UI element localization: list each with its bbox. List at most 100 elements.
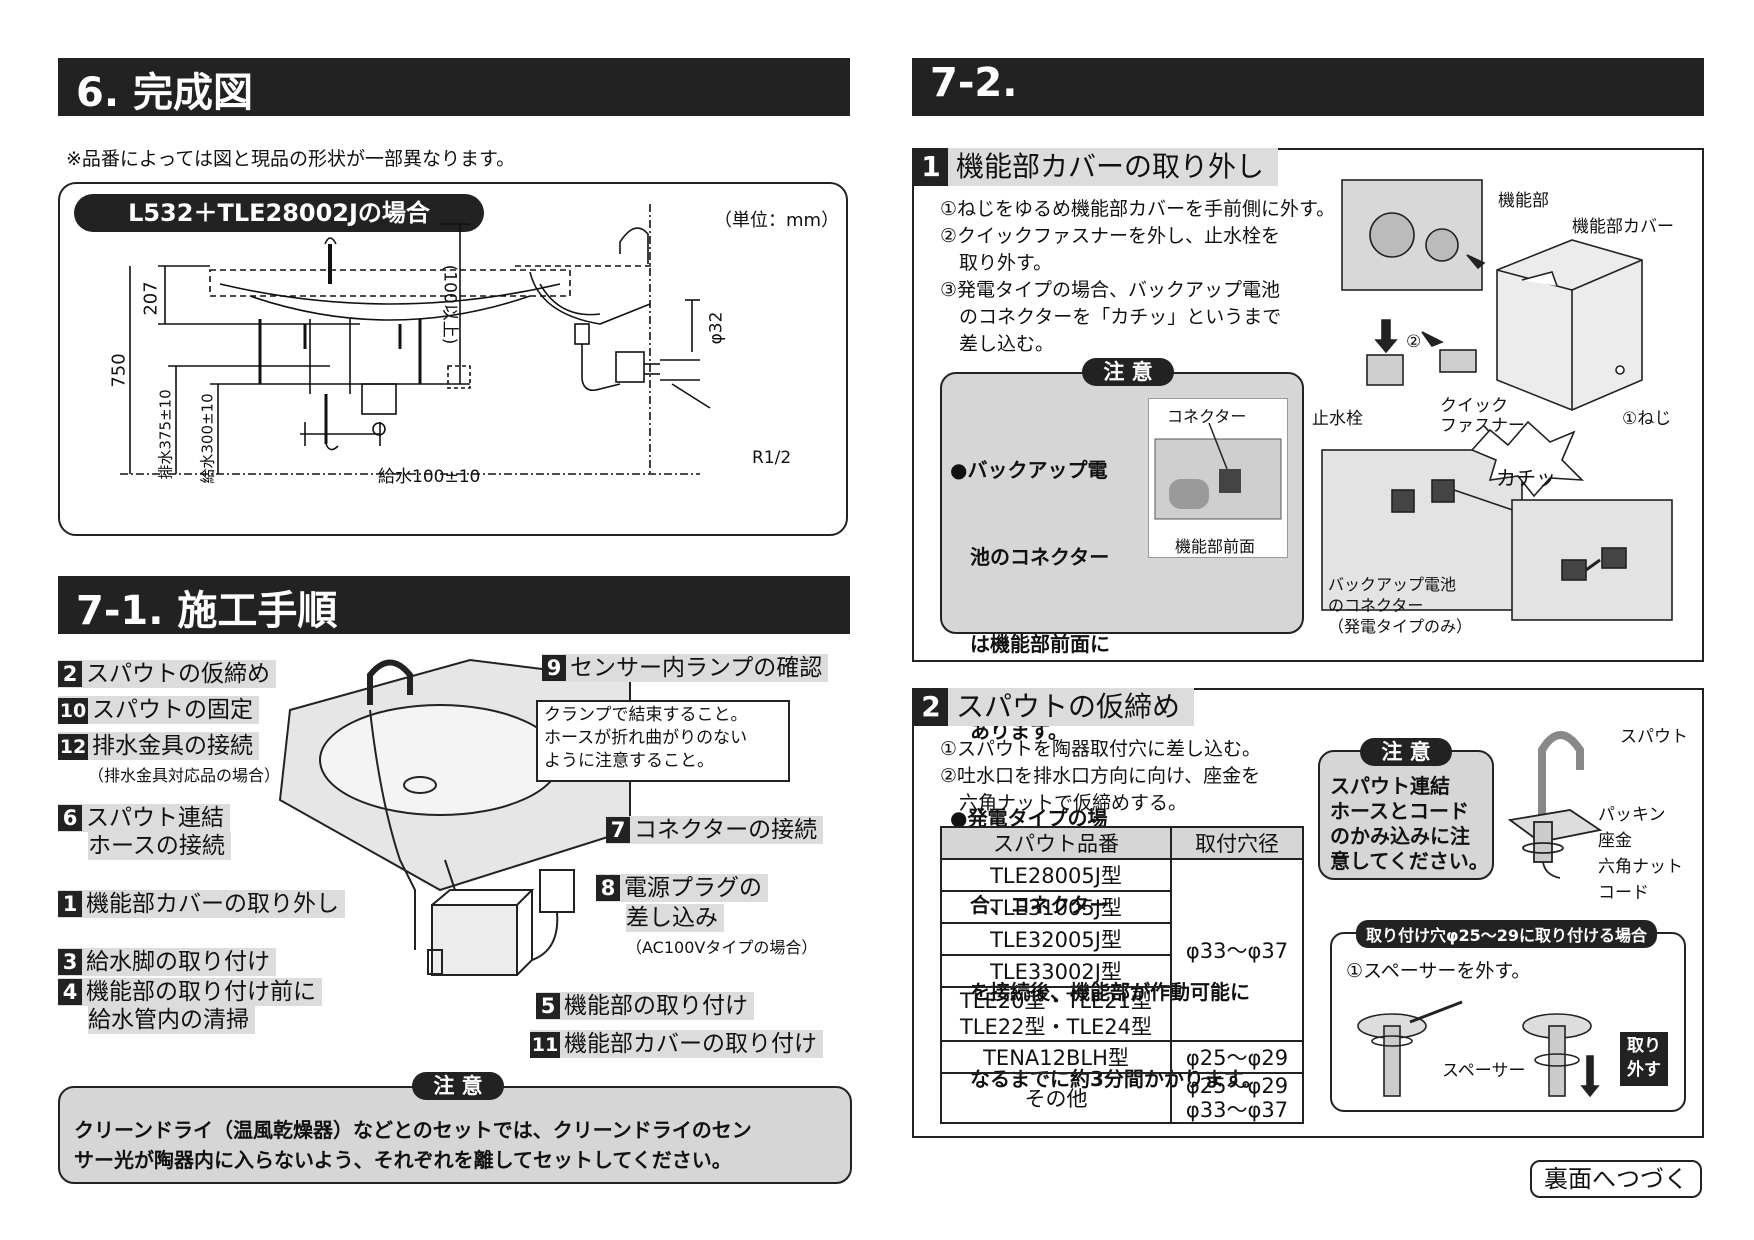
sec2-caution: 注 意 スパウト連結 ホースとコード のかみ込みに注 意してください。 — [1318, 738, 1494, 880]
hole-box-title: 取り付け穴φ25〜29に取り付ける場合 — [1356, 920, 1658, 948]
table-cell: φ25〜φ29 — [1170, 1040, 1304, 1074]
sec1-item-3: ③発電タイプの場合、バックアップ電池 — [940, 279, 1281, 301]
continue-label: 裏面へつづく — [1530, 1160, 1702, 1198]
sec1-item-3b: のコネクターを「カチッ」というまで — [940, 306, 1282, 328]
section-6-header: 6. 完成図 — [58, 58, 850, 116]
table-header-row: スパウト品番 取付穴径 — [940, 826, 1304, 860]
sec2-caution-text: スパウト連結 ホースとコード のかみ込みに注 意してください。 — [1330, 774, 1489, 873]
label-nut: 六角ナット — [1598, 857, 1683, 877]
sec2-caution-tag: 注 意 — [1360, 738, 1452, 766]
sec1-item-2: ②クイックファスナーを外し、止水栓を — [940, 225, 1281, 247]
connector-photo: コネクター 機能部前面 — [1148, 398, 1288, 558]
table-row: TLE31005J型 — [940, 890, 1303, 924]
clamp-note-line3: ように注意すること。 — [544, 751, 714, 771]
spacer-illustration — [1357, 1000, 1600, 1098]
caution-text-line1: クリーンドライ（温風乾燥器）などとのセットでは、クリーンドライのセン — [74, 1118, 752, 1142]
sec1-item-2b: 取り外す。 — [940, 252, 1053, 274]
label-screw: ①ねじ — [1622, 409, 1672, 429]
completion-drawing — [120, 204, 711, 475]
sec1-item-1: ①ねじをゆるめ機能部カバーを手前側に外す。 — [940, 198, 1336, 220]
clamp-note: クランプで結束すること。 ホースが折れ曲がりのない ように注意すること。 — [536, 700, 790, 782]
table-cell: TLE31005J型 — [940, 890, 1172, 924]
dim-r12: R1/2 — [752, 448, 792, 468]
table-cell-shared-hole: φ33〜φ37 — [1170, 858, 1304, 1042]
label-cord: コード — [1598, 883, 1649, 903]
section-72-title: 7-2. — [930, 60, 1018, 106]
dim-supply-300: 給水300±10 — [198, 393, 217, 484]
hole-box-step: ①スペーサーを外す。 — [1346, 960, 1531, 982]
sec1-caution: 注 意 ●バックアップ電 池のコネクター は機能部前面に あります。 ●発電タイ… — [940, 358, 1304, 1091]
label-spacer: スペーサー — [1442, 1061, 1526, 1081]
sec2-item-2b: 六角ナットで仮締めする。 — [940, 792, 1188, 814]
dim-750: 750 — [108, 353, 130, 388]
dim-207: 207 — [140, 281, 162, 316]
sec1-illustration — [1321, 179, 1673, 621]
remove-badge: 取り外す — [1620, 1032, 1668, 1086]
step-4-line2: 給水管内の清掃 — [88, 1006, 255, 1034]
table-row: TLE32005J型 — [940, 922, 1303, 956]
table-row: TLE28005J型 φ33〜φ37 — [940, 858, 1304, 1042]
sec1-caution-tag: 注 意 — [1082, 358, 1174, 386]
table-cell: TLE33002J型 — [940, 954, 1172, 988]
connector-photo-art — [1154, 422, 1282, 520]
section-71-title: 7-1. 施工手順 — [76, 588, 338, 634]
step-12-sub: （排水金具対応品の場合） — [88, 766, 281, 785]
table-cell: TENA12BLH型 — [940, 1040, 1172, 1074]
sec2-item-2: ②吐水口を排水口方向に向け、座金を — [940, 765, 1261, 787]
clamp-note-line2: ホースが折れ曲がりのない — [544, 728, 748, 748]
label-cover: 機能部カバー — [1572, 217, 1674, 237]
completion-diagram-box: L532＋TLE28002Jの場合 （単位：mm） — [58, 182, 848, 536]
label-click: カチッ — [1496, 466, 1556, 490]
front-label: 機能部前面 — [1175, 537, 1256, 556]
hole-box: 取り付け穴φ25〜29に取り付ける場合 ①スペーサーを外す。 スペーサー 取り外… — [1330, 920, 1686, 1112]
sec1-frame — [912, 148, 1704, 662]
table-cell: その他 — [940, 1072, 1172, 1124]
caution-text-line2: サー光が陶器内に入らないよう、それぞれを離してセットしてください。 — [74, 1148, 732, 1172]
spout-table: スパウト品番 取付穴径 TLE28005J型 φ33〜φ37 TLE31005J… — [940, 826, 1304, 1124]
unit-label: （単位：mm） — [714, 210, 840, 231]
sec2-item-1: ①スパウトを陶器取付穴に差し込む。 — [940, 738, 1262, 760]
table-row: TLE33002J型 — [940, 954, 1303, 988]
step-8-sub: （AC100Vタイプの場合） — [626, 938, 818, 957]
caution-tag: 注 意 — [412, 1072, 504, 1100]
label-packing: パッキン — [1598, 805, 1666, 825]
table-cell: TLE28005J型 — [940, 858, 1172, 892]
sec2-frame — [912, 688, 1704, 1138]
shape-note: ※品番によっては図と現品の形状が一部異なります。 — [66, 148, 516, 170]
label-unit: 機能部 — [1498, 191, 1549, 211]
section-71-header: 7-1. 施工手順 — [58, 576, 850, 634]
caution-box-bottom: 注 意 クリーンドライ（温風乾燥器）などとのセットでは、クリーンドライのセン サ… — [58, 1072, 852, 1184]
step-6-line2: ホースの接続 — [88, 832, 231, 860]
label-spout: スパウト — [1620, 727, 1688, 747]
sec1-item-3c: 差し込む。 — [940, 333, 1055, 355]
clamp-note-line1: クランプで結束すること。 — [544, 705, 748, 725]
label-valve: 止水栓 — [1312, 409, 1363, 429]
dim-phi32: φ32 — [706, 311, 727, 345]
connector-label: コネクター — [1167, 407, 1247, 426]
dim-supply-100: 給水100±10 — [378, 467, 481, 487]
label-washer: 座金 — [1598, 831, 1632, 851]
sec2-instructions: ①スパウトを陶器取付穴に差し込む。 ②吐水口を排水口方向に向け、座金を 六角ナッ… — [940, 736, 1261, 817]
table-row: TENA12BLH型 φ25〜φ29 — [940, 1040, 1304, 1074]
table-header: スパウト品番 — [940, 826, 1172, 860]
section-6-title: 6. 完成図 — [76, 70, 253, 116]
step-8-line2: 差し込み — [626, 904, 724, 932]
dim-drain-375: 排水375±10 — [156, 389, 175, 480]
section-72-header: 7-2. — [912, 58, 1704, 116]
sec1-instructions: ①ねじをゆるめ機能部カバーを手前側に外す。 ②クイックファスナーを外し、止水栓を… — [940, 196, 1335, 358]
